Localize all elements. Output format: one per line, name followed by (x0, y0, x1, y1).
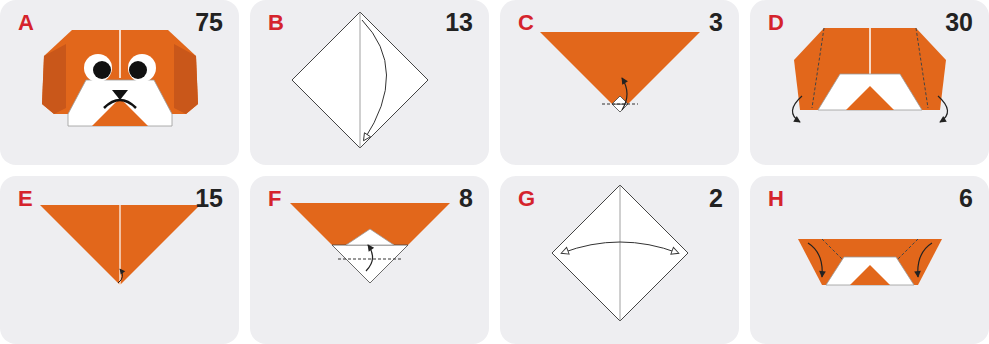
step-number: 15 (195, 184, 223, 213)
step-card: C3 (500, 0, 739, 165)
step-letter: F (268, 186, 281, 212)
step-card: G2 (500, 176, 739, 344)
step-card: D 30 (750, 0, 989, 165)
step-card: B 13 (250, 0, 489, 165)
step-number: 2 (709, 184, 723, 213)
step-letter: E (18, 186, 33, 212)
step-card: A 75 (0, 0, 239, 165)
step-card: E 15 (0, 176, 239, 344)
step-card: H6 (750, 176, 989, 344)
step-number: 8 (459, 184, 473, 213)
step-letter: B (268, 10, 284, 36)
step-letter: D (768, 10, 784, 36)
step-letter: G (518, 186, 535, 212)
step-number: 3 (709, 8, 723, 37)
step-number: 30 (945, 8, 973, 37)
step-number: 13 (445, 8, 473, 37)
step-letter: A (18, 10, 34, 36)
step-letter: C (518, 10, 534, 36)
step-letter: H (768, 186, 784, 212)
step-number: 75 (195, 8, 223, 37)
step-card: F8 (250, 176, 489, 344)
step-number: 6 (959, 184, 973, 213)
